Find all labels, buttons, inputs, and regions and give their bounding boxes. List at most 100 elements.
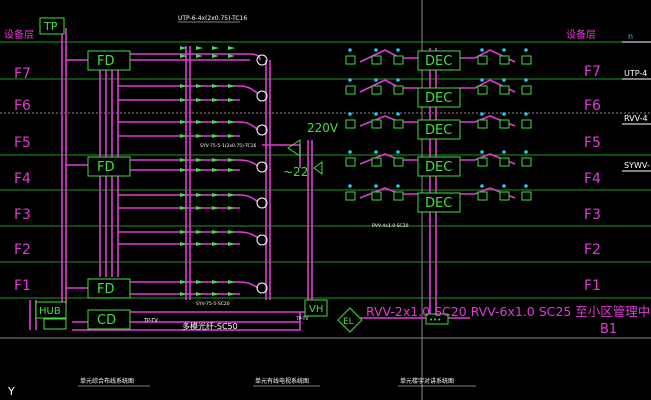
splitter-mark — [180, 280, 187, 284]
intercom-unit — [393, 119, 404, 129]
splitter-mark — [212, 280, 219, 284]
splitter-mark — [180, 120, 187, 124]
floor-label-f7-left: F7 — [14, 66, 31, 82]
svg-text:DEC: DEC — [425, 123, 452, 138]
fd-box-middle: FD — [87, 156, 131, 177]
splitter-mark — [180, 158, 187, 162]
splitter-mark — [228, 230, 235, 234]
splitter-mark — [228, 193, 235, 197]
splitter-mark — [196, 158, 203, 162]
intercom-unit — [477, 191, 488, 201]
fd-box-top: FD — [87, 50, 131, 71]
splitter-mark — [196, 134, 203, 138]
splitter-mark — [196, 84, 203, 88]
floor-label-f6-left: F6 — [14, 98, 31, 114]
floor-label-f5-left: F5 — [14, 135, 31, 151]
intercom-unit — [521, 191, 532, 201]
intercom-node — [502, 112, 506, 116]
splitter-mark — [180, 193, 187, 197]
splitter-mark — [180, 168, 187, 172]
splitter-mark — [212, 158, 219, 162]
intercom-unit — [499, 157, 510, 167]
intercom-node — [480, 78, 484, 82]
intercom-node — [348, 184, 352, 188]
splitter-mark — [228, 98, 235, 102]
intercom-unit — [521, 119, 532, 129]
splitter-mark — [180, 84, 187, 88]
voltage-220v: 220V — [307, 121, 339, 135]
intercom-unit — [477, 85, 488, 95]
svg-text:EL: EL — [343, 317, 354, 327]
svg-text:FD: FD — [97, 54, 115, 69]
intercom-node — [374, 78, 378, 82]
splitter-mark — [212, 120, 219, 124]
intercom-unit — [521, 85, 532, 95]
intercom-unit — [393, 55, 404, 65]
corner-letter: Y — [7, 385, 15, 398]
splitter-mark — [196, 168, 203, 172]
svg-text:DEC: DEC — [425, 91, 452, 106]
splitter-symbols — [180, 46, 235, 296]
fd-box-bottom: FD — [87, 278, 131, 299]
intercom-node — [348, 78, 352, 82]
floor-label-f4-left: F4 — [14, 171, 31, 187]
fiber-label: 多模光纤-SC50 — [182, 321, 238, 331]
splitter-mark — [212, 292, 219, 296]
basement-label: B1 — [600, 322, 617, 337]
floor-label-f2-right: F2 — [584, 242, 601, 258]
el-symbol: EL ••• — [337, 307, 449, 333]
intercom-node — [374, 112, 378, 116]
intercom-node — [396, 150, 400, 154]
small-label-2: SYV-75-5-SC20 — [196, 301, 230, 307]
splitter-mark — [196, 206, 203, 210]
intercom-node — [524, 78, 528, 82]
intercom-unit — [477, 157, 488, 167]
side-labels: n UTP-4 RVV-4 SYWV- — [622, 32, 651, 172]
splitter-mark — [180, 230, 187, 234]
caption-3: 单元楼宇对讲系统图 — [400, 377, 454, 385]
intercom-unit — [345, 191, 356, 201]
intercom-node — [480, 48, 484, 52]
tp-label: TP — [43, 20, 58, 33]
splitter-mark — [180, 134, 187, 138]
floor-label-f6-right: F6 — [584, 98, 601, 114]
splitter-mark — [196, 280, 203, 284]
splitter-mark — [212, 54, 219, 58]
floor-label-f5-right: F5 — [584, 135, 601, 151]
intercom-unit — [371, 191, 382, 201]
splitter-mark — [196, 54, 203, 58]
intercom-node — [502, 48, 506, 52]
intercom-node — [348, 48, 352, 52]
intercom-node — [524, 150, 528, 154]
intercom-node — [524, 112, 528, 116]
svg-text:•••: ••• — [429, 316, 441, 324]
intercom-node — [480, 184, 484, 188]
caption-1: 单元综合布线系统图 — [80, 377, 134, 385]
equip-layer-left: 设备层 — [4, 28, 34, 41]
splitter-mark — [228, 168, 235, 172]
intercom-unit — [499, 55, 510, 65]
intercom-unit — [521, 157, 532, 167]
svg-text:VH: VH — [309, 304, 323, 315]
splitter-mark — [196, 120, 203, 124]
splitter-mark — [212, 84, 219, 88]
intercom-unit — [393, 157, 404, 167]
intercom-unit — [371, 55, 382, 65]
splitter-mark — [228, 158, 235, 162]
svg-text:DEC: DEC — [425, 160, 452, 175]
splitter-mark — [196, 292, 203, 296]
vh-box: VH — [304, 299, 328, 317]
side-label-sywv: SYWV- — [624, 161, 650, 170]
caption-2: 单元有线电视系统图 — [255, 377, 309, 385]
amplifier-symbol: 220V ~22 — [283, 121, 339, 179]
intercom-unit — [499, 119, 510, 129]
splitter-mark — [180, 242, 187, 246]
splitter-mark — [212, 134, 219, 138]
intercom-node — [396, 78, 400, 82]
intercom-node — [480, 112, 484, 116]
splitter-mark — [212, 242, 219, 246]
left-wiring — [29, 28, 313, 331]
voltage-22: ~22 — [283, 165, 308, 179]
